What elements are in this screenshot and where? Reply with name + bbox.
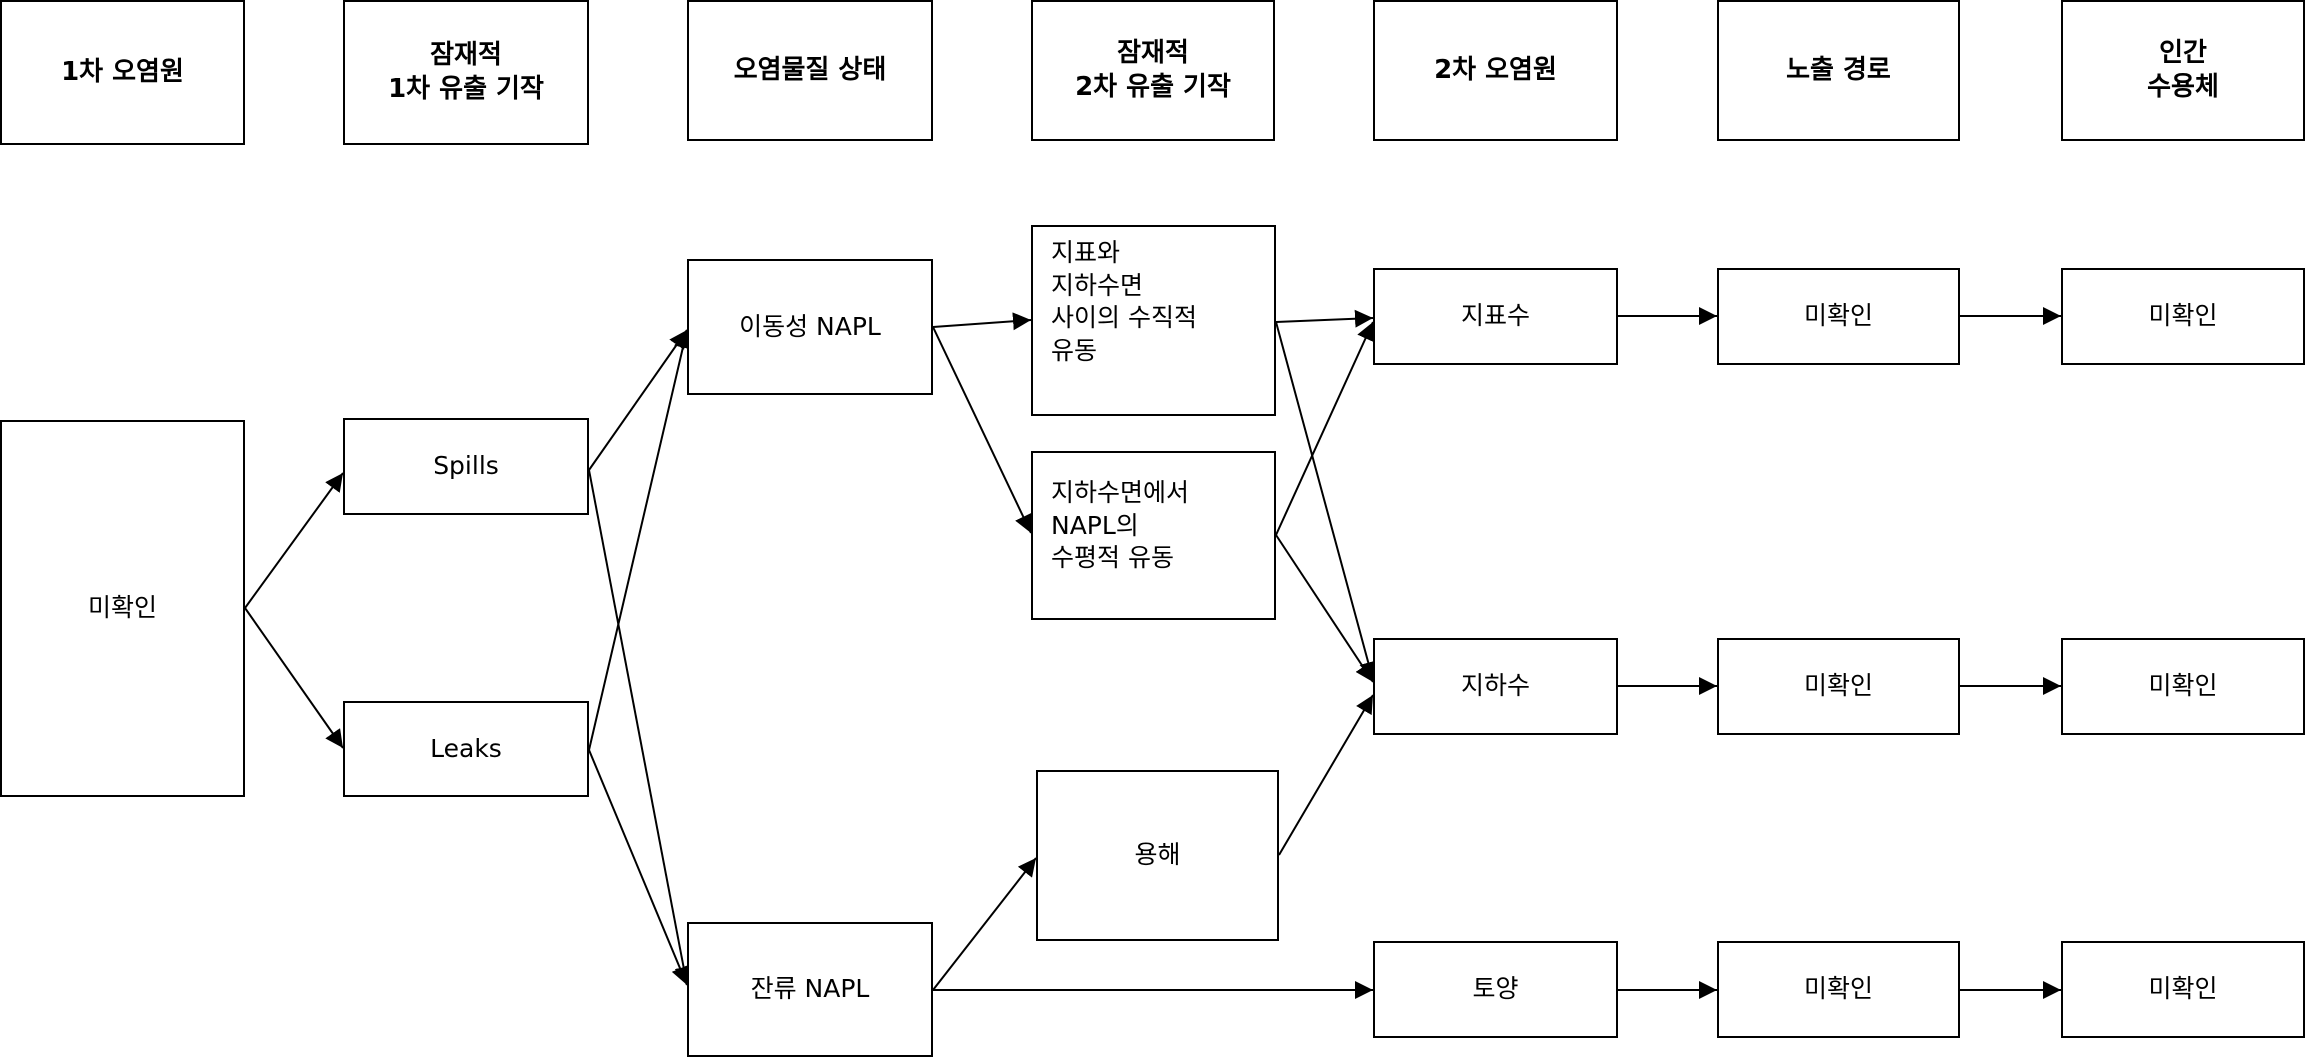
node-vertical-flow: 지표와 지하수면 사이의 수직적 유동 — [1031, 225, 1276, 416]
arrow-source-to-spills — [244, 472, 344, 609]
arrow-residual-to-dissolution — [932, 857, 1037, 991]
arrow-dissolution-to-ground — [1278, 694, 1374, 856]
header-primary-source: 1차 오염원 — [0, 0, 245, 145]
header-human-receptor: 인간 수용체 — [2061, 0, 2305, 141]
node-receptor-surface: 미확인 — [2061, 268, 2305, 365]
arrow-horizontal-to-ground — [1275, 534, 1374, 683]
node-leaks: Leaks — [343, 701, 589, 797]
arrow-mobile-to-vertical — [932, 312, 1032, 331]
arrow-leaks-to-mobile — [588, 329, 692, 751]
node-primary-source: 미확인 — [0, 420, 245, 797]
node-horizontal-flow: 지하수면에서 NAPL의 수평적 유동 — [1031, 451, 1276, 620]
node-mobile-napl: 이동성 NAPL — [687, 259, 933, 395]
arrow-horizontal-to-surface — [1275, 321, 1374, 536]
arrow-spills-to-residual — [588, 469, 693, 986]
header-secondary-source: 2차 오염원 — [1373, 0, 1618, 141]
node-surface-water: 지표수 — [1373, 268, 1618, 365]
node-exposure-ground: 미확인 — [1717, 638, 1960, 735]
arrow-mobile-to-horizontal — [932, 326, 1032, 534]
header-primary-release: 잠재적 1차 유출 기작 — [343, 0, 589, 145]
node-groundwater: 지하수 — [1373, 638, 1618, 735]
node-dissolution: 용해 — [1036, 770, 1279, 941]
arrow-vertical-to-ground — [1275, 321, 1377, 681]
arrow-spills-to-mobile — [588, 329, 688, 471]
node-receptor-ground: 미확인 — [2061, 638, 2305, 735]
node-exposure-surface: 미확인 — [1717, 268, 1960, 365]
node-soil: 토양 — [1373, 941, 1618, 1038]
node-spills: Spills — [343, 418, 589, 515]
header-contaminant-state: 오염물질 상태 — [687, 0, 933, 141]
header-exposure-pathway: 노출 경로 — [1717, 0, 1960, 141]
arrow-vertical-to-surface — [1275, 309, 1374, 328]
node-residual-napl: 잔류 NAPL — [687, 922, 933, 1057]
node-receptor-soil: 미확인 — [2061, 941, 2305, 1038]
header-secondary-release: 잠재적 2차 유출 기작 — [1031, 0, 1275, 141]
node-exposure-soil: 미확인 — [1717, 941, 1960, 1038]
arrow-leaks-to-residual — [588, 749, 689, 986]
arrow-source-to-leaks — [244, 607, 344, 749]
